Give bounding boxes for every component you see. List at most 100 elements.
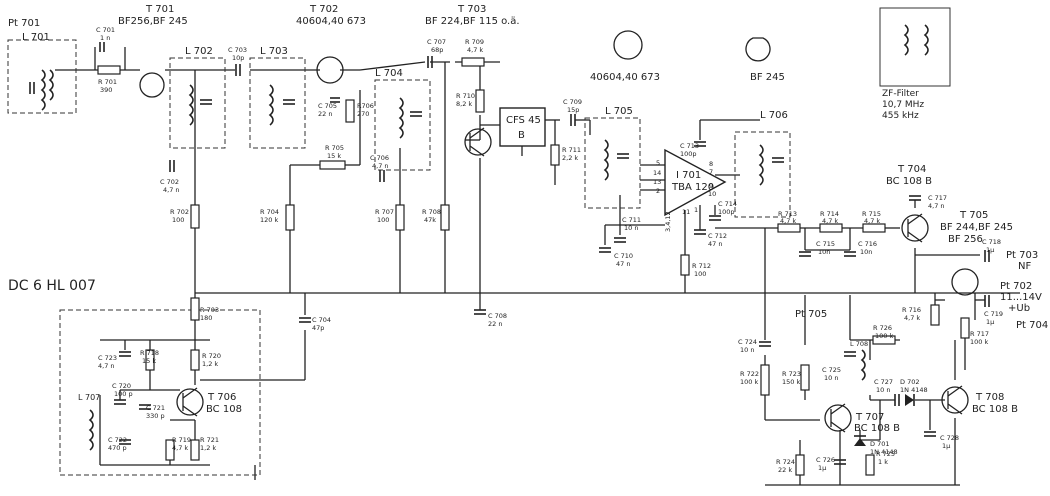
label-t702: T 702	[309, 4, 338, 15]
label-pin-2: 2	[656, 187, 660, 195]
label-c711v: 10 n	[624, 224, 638, 232]
label-c724: C 724	[738, 338, 757, 346]
label-c712v: 47 n	[708, 240, 722, 248]
label-r707v: 100	[377, 216, 389, 224]
label-r707: R 707	[375, 208, 394, 216]
label-pin-8: 8	[709, 160, 713, 168]
label-c708v: 22 n	[488, 320, 502, 328]
label-r712: R 712	[692, 262, 711, 270]
label-t704-type: BC 108 B	[886, 176, 932, 187]
label-t708: T 708	[975, 392, 1004, 403]
label-c719: C 719	[984, 310, 1003, 318]
label-c707v: 68p	[431, 46, 443, 54]
label-zf-f2: 455 kHz	[882, 111, 919, 121]
label-r719v: 4,7 k	[172, 444, 188, 452]
label-r704v: 120 k	[260, 216, 278, 224]
label-d702: D 702	[900, 378, 919, 386]
label-drawing-id: DC 6 HL 007	[8, 278, 96, 294]
label-r718: R 718	[140, 349, 159, 357]
label-t701-type: BF256,BF 245	[118, 16, 188, 27]
label-pin-3412: 3,4,12	[664, 211, 672, 232]
label-c716v: 10n	[860, 248, 872, 256]
label-c720v: 100 p	[114, 390, 133, 398]
label-r713v: 4,7 k	[780, 217, 796, 225]
label-r722v: 100 k	[740, 378, 758, 386]
label-c707: C 707	[427, 38, 446, 46]
label-supply: 11...14V	[1000, 292, 1042, 303]
ceramic-filter	[499, 107, 546, 156]
label-c708: C 708	[488, 312, 507, 320]
label-r705: R 705	[325, 144, 344, 152]
label-t706-type: BC 108	[206, 404, 242, 415]
label-c721v: 330 p	[146, 412, 165, 420]
label-c723v: 4,7 n	[98, 362, 115, 370]
label-c727: C 727	[874, 378, 893, 386]
label-r721: R 721	[200, 436, 219, 444]
label-c713v: 100p	[680, 150, 697, 158]
label-t706: T 706	[207, 392, 236, 403]
label-r715: R 715	[862, 210, 881, 218]
label-l707: L 707	[78, 393, 100, 402]
label-c726: C 726	[816, 456, 835, 464]
label-r711v: 2,2 k	[562, 154, 578, 162]
label-r724: R 724	[776, 458, 795, 466]
label-c703: C 703	[228, 46, 247, 54]
label-r726: R 726	[873, 324, 892, 332]
label-zf-f1: 10,7 MHz	[882, 100, 924, 110]
label-d701: D 701	[870, 440, 889, 448]
label-l701: L 701	[22, 32, 50, 43]
label-pin-10: 10	[708, 190, 716, 198]
label-r720: R 720	[202, 352, 221, 360]
label-c722: C 722	[108, 436, 127, 444]
label-t701: T 701	[145, 4, 174, 15]
label-pin-13: 13	[653, 178, 661, 186]
label-c726v: 1µ	[818, 464, 826, 472]
capacitors	[29, 42, 990, 465]
label-l702: L 702	[185, 46, 213, 57]
label-pin-11: 11	[682, 208, 690, 216]
label-c709v: 15p	[567, 106, 579, 114]
label-r717: R 717	[970, 330, 989, 338]
label-r719: R 719	[172, 436, 191, 444]
label-r722: R 722	[740, 370, 759, 378]
label-t707-type: BC 108 B	[854, 423, 900, 434]
label-c719v: 1µ	[986, 318, 994, 326]
label-r726v: 100 k	[875, 332, 893, 340]
label-t705-type2: BF 256	[948, 234, 983, 245]
shield-boxes	[7, 7, 951, 476]
coils	[40, 24, 929, 451]
label-t707: T 707	[855, 412, 884, 423]
label-r714: R 714	[820, 210, 839, 218]
label-pt703: Pt 703	[1006, 250, 1038, 261]
label-r723: R 723	[782, 370, 801, 378]
label-c710v: 47 n	[616, 260, 630, 268]
label-c723: C 723	[98, 354, 117, 362]
label-pt705: Pt 705	[795, 309, 827, 320]
label-r717v: 100 k	[970, 338, 988, 346]
label-r710v: 8,2 k	[456, 100, 472, 108]
labels: Pt 701 L 701 T 701 BF256,BF 245 C 701 1 …	[8, 4, 1048, 474]
label-pin-14: 14	[653, 169, 661, 177]
label-c728v: 1µ	[942, 442, 950, 450]
label-cfs45: CFS 45	[506, 115, 541, 126]
label-r702: R 702	[170, 208, 189, 216]
label-r721v: 1,2 k	[200, 444, 216, 452]
label-r708: R 708	[422, 208, 441, 216]
label-c712: C 712	[708, 232, 727, 240]
label-r709: R 709	[465, 38, 484, 46]
label-zf-title: ZF-Filter	[882, 89, 919, 99]
label-r715v: 4,7 k	[864, 217, 880, 225]
label-c721: C 721	[146, 404, 165, 412]
label-r702v: 100	[172, 216, 184, 224]
label-r725v: 1 k	[878, 458, 888, 466]
label-pt704: Pt 704	[1016, 320, 1048, 331]
label-l706: L 706	[760, 110, 788, 121]
label-pin-1: 1	[694, 206, 698, 214]
label-c709: C 709	[563, 98, 582, 106]
label-d702-type: 1N 4148	[900, 386, 928, 394]
label-c725: C 725	[822, 366, 841, 374]
label-r724v: 22 k	[778, 466, 792, 474]
label-r714v: 4,7 k	[822, 217, 838, 225]
label-c727v: 10 n	[876, 386, 890, 394]
label-pin-jfet: BF 245	[750, 72, 785, 83]
